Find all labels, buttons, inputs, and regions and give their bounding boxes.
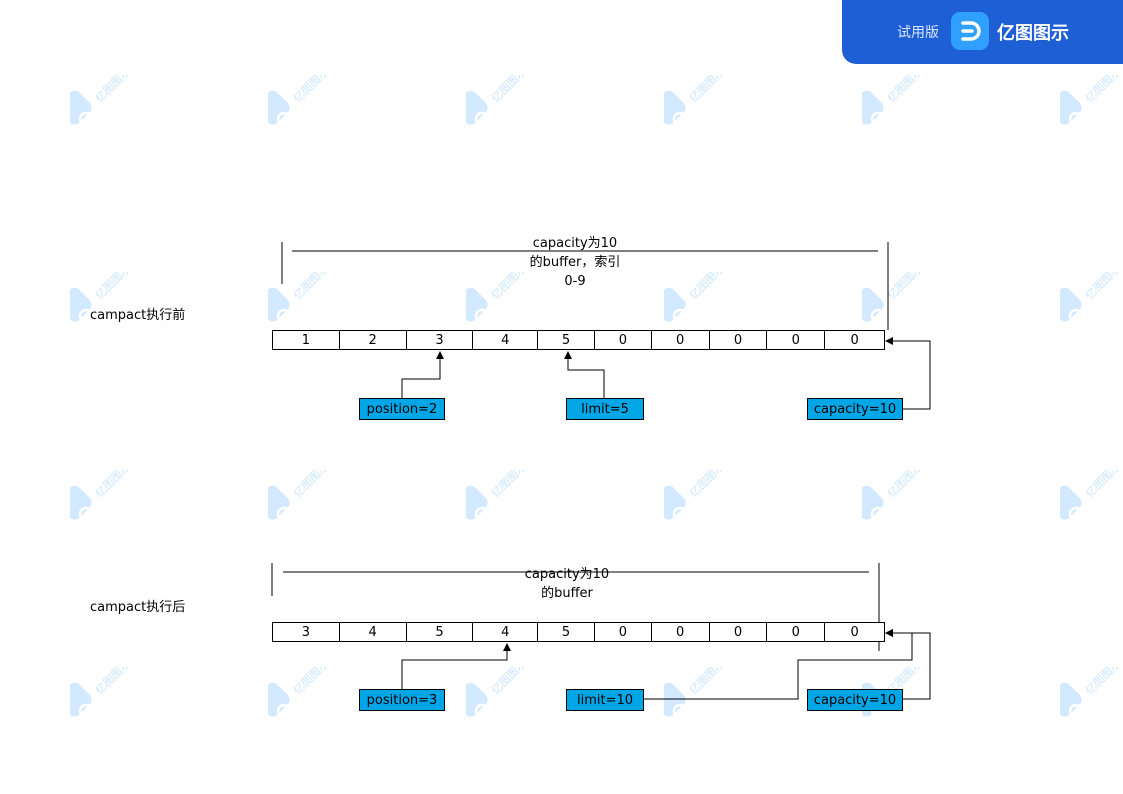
after-capacity-tag: capacity=10	[807, 689, 903, 711]
watermark-icon: 亿图图示	[453, 657, 536, 719]
trial-banner: 试用版 亿图图示	[842, 0, 1123, 64]
buffer-cell: 0	[767, 623, 826, 641]
buffer-cell: 0	[595, 623, 652, 641]
watermark-icon: 亿图图示	[651, 65, 734, 127]
buffer-cell: 5	[538, 623, 595, 641]
buffer-cell: 0	[652, 623, 710, 641]
buffer-cell: 5	[538, 331, 595, 349]
buffer-cell: 4	[340, 623, 407, 641]
buffer-cell: 0	[850, 332, 859, 348]
before-caption-line: 0-9	[564, 274, 586, 289]
watermark-text: 亿图图示	[885, 470, 925, 500]
buffer-cell: 3	[407, 331, 474, 349]
buffer-cell: 4	[473, 331, 539, 349]
buffer-cell: 0	[710, 331, 768, 349]
watermark-icon: 亿图图示	[849, 460, 932, 522]
watermark-icon: 亿图图示	[255, 65, 338, 127]
watermark-text: 亿图图示	[291, 470, 331, 500]
watermark-icon: 亿图图示	[1047, 262, 1123, 324]
watermark-text: 亿图图示	[93, 470, 133, 500]
watermark-text: 亿图图示	[93, 75, 133, 105]
buffer-cell: 0	[710, 623, 768, 641]
before-section-label: campact执行前	[90, 308, 186, 323]
after-position-tag: position=3	[359, 689, 445, 711]
watermark-text: 亿图图示	[1083, 667, 1123, 697]
watermark-text: 亿图图示	[489, 667, 529, 697]
watermark-icon: 亿图图示	[453, 65, 536, 127]
watermark-icon: 亿图图示	[849, 65, 932, 127]
watermark-text: 亿图图示	[885, 272, 925, 302]
watermark-icon: 亿图图示	[651, 657, 734, 719]
watermark-icon: 亿图图示	[57, 460, 140, 522]
before-position-tag: position=2	[359, 398, 445, 420]
trial-label: 试用版	[897, 25, 939, 41]
after-section-label: campact执行后	[90, 600, 186, 615]
watermark-icon: 亿图图示	[57, 657, 140, 719]
before-limit-tag: limit=5	[566, 398, 644, 420]
watermark-icon: 亿图图示	[1047, 460, 1123, 522]
watermark-icon: 亿图图示	[453, 460, 536, 522]
watermark-text: 亿图图示	[291, 75, 331, 105]
watermark-text: 亿图图示	[687, 470, 727, 500]
watermark-text: 亿图图示	[1083, 272, 1123, 302]
watermark-text: 亿图图示	[687, 272, 727, 302]
watermark-text: 亿图图示	[291, 272, 331, 302]
after-caption-line: capacity为10	[524, 567, 610, 582]
watermark-text: 亿图图示	[687, 667, 727, 697]
before-capacity-tag: capacity=10	[807, 398, 903, 420]
buffer-cell: 4	[473, 623, 539, 641]
before-caption-line: capacity为10	[532, 236, 618, 251]
after-capacity-caption: capacity为10 的buffer	[492, 565, 642, 603]
watermark-text: 亿图图示	[93, 667, 133, 697]
watermark-icon: 亿图图示	[651, 460, 734, 522]
watermark-text: 亿图图示	[885, 75, 925, 105]
watermark-text: 亿图图示	[1083, 75, 1123, 105]
buffer-cell: 0	[595, 331, 652, 349]
buffer-cell: 0	[652, 331, 710, 349]
watermark-text: 亿图图示	[1083, 470, 1123, 500]
after-limit-tag: limit=10	[566, 689, 644, 711]
after-caption-line: 的buffer	[541, 586, 593, 601]
buffer-cell: 0	[850, 624, 859, 640]
watermark-icon: 亿图图示	[57, 65, 140, 127]
buffer-cell: 1	[273, 331, 340, 349]
watermark-text: 亿图图示	[687, 75, 727, 105]
watermark-icon: 亿图图示	[1047, 657, 1123, 719]
watermark-icon: 亿图图示	[255, 262, 338, 324]
watermark-icon: 亿图图示	[255, 657, 338, 719]
buffer-cell: 0	[767, 331, 826, 349]
watermark-icon: 亿图图示	[849, 262, 932, 324]
brand-name: 亿图图示	[997, 23, 1069, 44]
watermark-icon: 亿图图示	[651, 262, 734, 324]
edraw-logo-icon	[951, 12, 989, 50]
watermark-text: 亿图图示	[93, 272, 133, 302]
watermark-text: 亿图图示	[291, 667, 331, 697]
watermark-text: 亿图图示	[489, 75, 529, 105]
before-caption-line: 的buffer，索引	[529, 255, 621, 270]
watermark-text: 亿图图示	[489, 470, 529, 500]
buffer-cell: 2	[340, 331, 407, 349]
buffer-cell: 3	[273, 623, 340, 641]
buffer-cell: 5	[407, 623, 474, 641]
before-capacity-caption: capacity为10 的buffer，索引 0-9	[500, 234, 650, 291]
watermark-icon: 亿图图示	[1047, 65, 1123, 127]
watermark-icon: 亿图图示	[255, 460, 338, 522]
